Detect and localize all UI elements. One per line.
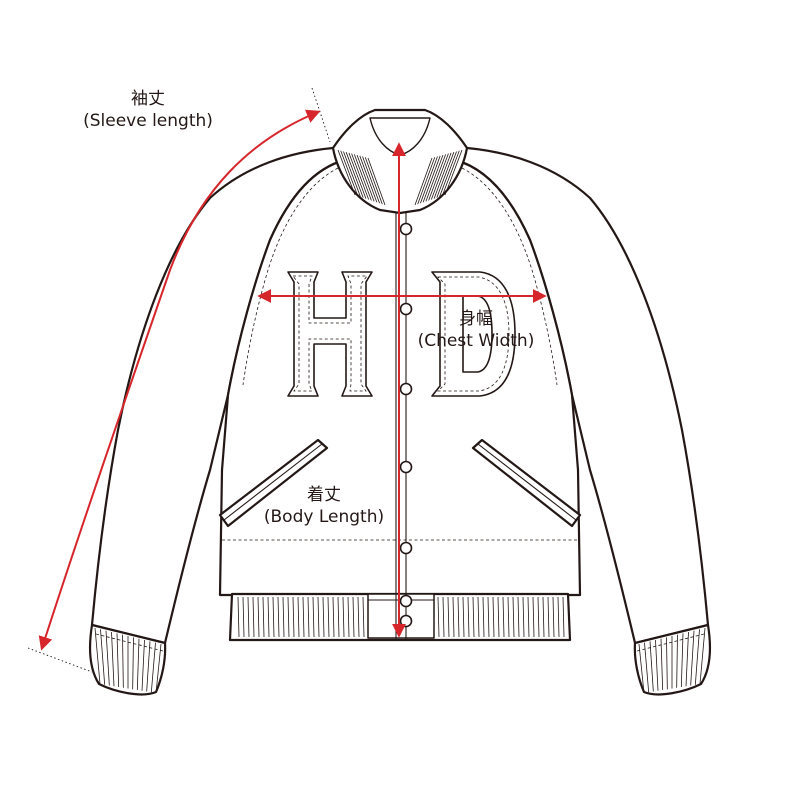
- chest-width-ja: 身幅: [459, 309, 493, 329]
- waistband-rib: [497, 596, 500, 638]
- cuff-rib: [690, 630, 695, 686]
- waistband-rib: [452, 596, 455, 638]
- waistband-rib: [442, 596, 445, 638]
- collar-rib: [439, 151, 457, 197]
- cuff-rib: [644, 642, 650, 693]
- waistband-rib: [437, 596, 440, 638]
- snap-button: [399, 614, 413, 628]
- sleeve-length-ja: 袖丈: [131, 89, 165, 109]
- waistband-rib: [447, 596, 450, 638]
- body-length-ja: 着丈: [307, 485, 341, 505]
- waistband-rib: [467, 596, 470, 638]
- waistband-rib: [352, 596, 355, 638]
- snap-button: [399, 541, 413, 555]
- waistband-rib: [477, 596, 480, 638]
- waistband-rib: [332, 596, 335, 638]
- waistband-rib: [547, 596, 550, 638]
- collar-rib: [353, 154, 372, 201]
- body-length-en: (Body Length): [263, 507, 385, 527]
- collar-rib: [436, 152, 455, 198]
- waistband-rib: [517, 596, 520, 638]
- waistband-rib: [492, 596, 495, 638]
- waistband-rib: [362, 596, 365, 638]
- collar-rib: [337, 149, 356, 196]
- collar-rib: [345, 152, 364, 198]
- collar-rib: [417, 157, 436, 205]
- sleeve-length-arrow: [38, 109, 321, 651]
- waistband-rib: [462, 596, 465, 638]
- cuff-rib: [155, 643, 162, 694]
- snap-button: [399, 222, 413, 236]
- waistband-rib: [542, 596, 545, 638]
- waistband-rib: [537, 596, 540, 638]
- waistband-rib: [327, 596, 330, 638]
- waistband-rib: [487, 596, 490, 638]
- collar-rib: [430, 153, 449, 200]
- cuff-rib: [685, 631, 689, 687]
- waistband-rib: [347, 596, 350, 638]
- waistband-rib: [507, 596, 510, 638]
- collar-rib: [433, 152, 452, 199]
- cuff-rib: [694, 629, 700, 685]
- waistband-rib: [322, 596, 325, 638]
- cuff-rib: [699, 627, 706, 685]
- collar-rib: [428, 154, 447, 201]
- collar-rib: [444, 149, 463, 196]
- cuff-rib: [649, 641, 654, 692]
- waistband-rib: [557, 596, 560, 638]
- collar-rib: [343, 151, 361, 197]
- cuff-rib: [680, 633, 684, 688]
- collar-rib: [359, 155, 378, 203]
- waistband-rib: [482, 596, 485, 638]
- cuff-rib: [660, 638, 664, 691]
- cuff-rib: [638, 643, 645, 694]
- collar-rib: [351, 153, 370, 200]
- collar-rib: [441, 150, 460, 197]
- waistband-rib: [357, 596, 360, 638]
- snap-button: [399, 382, 413, 396]
- waistband-rib: [527, 596, 530, 638]
- cuff-rib: [655, 639, 659, 691]
- collar-rib: [425, 154, 444, 202]
- waistband-rib: [457, 596, 460, 638]
- collar-rib: [362, 156, 380, 204]
- collar-rib: [420, 156, 438, 204]
- collar-rib: [364, 157, 383, 205]
- collar-rib: [367, 157, 386, 206]
- waistband-rib: [522, 596, 525, 638]
- waistband-rib: [337, 596, 340, 638]
- waistband-rib: [512, 596, 515, 638]
- collar-rib: [340, 150, 359, 197]
- collar-rib: [348, 152, 367, 199]
- collar-rib: [356, 154, 375, 202]
- snap-button: [399, 594, 413, 608]
- sleeve-length-en: (Sleeve length): [83, 111, 213, 131]
- cuff-rib: [666, 637, 668, 690]
- sleeve-length-label: 袖丈 (Sleeve length): [78, 88, 218, 132]
- collar-rib: [414, 157, 433, 206]
- snap-button: [399, 460, 413, 474]
- waistband-rib: [552, 596, 555, 638]
- waistband-rib: [472, 596, 475, 638]
- chest-width-label: 身幅 (Chest Width): [408, 308, 544, 352]
- waistband-rib: [342, 596, 345, 638]
- waistband-rib: [502, 596, 505, 638]
- cuff-rib: [150, 642, 156, 693]
- waistband-rib: [532, 596, 535, 638]
- body-length-label: 着丈 (Body Length): [254, 484, 394, 528]
- collar-rib: [422, 155, 441, 203]
- waistband-rib: [562, 596, 565, 638]
- chest-width-en: (Chest Width): [417, 331, 535, 351]
- cuff-rib: [676, 634, 678, 688]
